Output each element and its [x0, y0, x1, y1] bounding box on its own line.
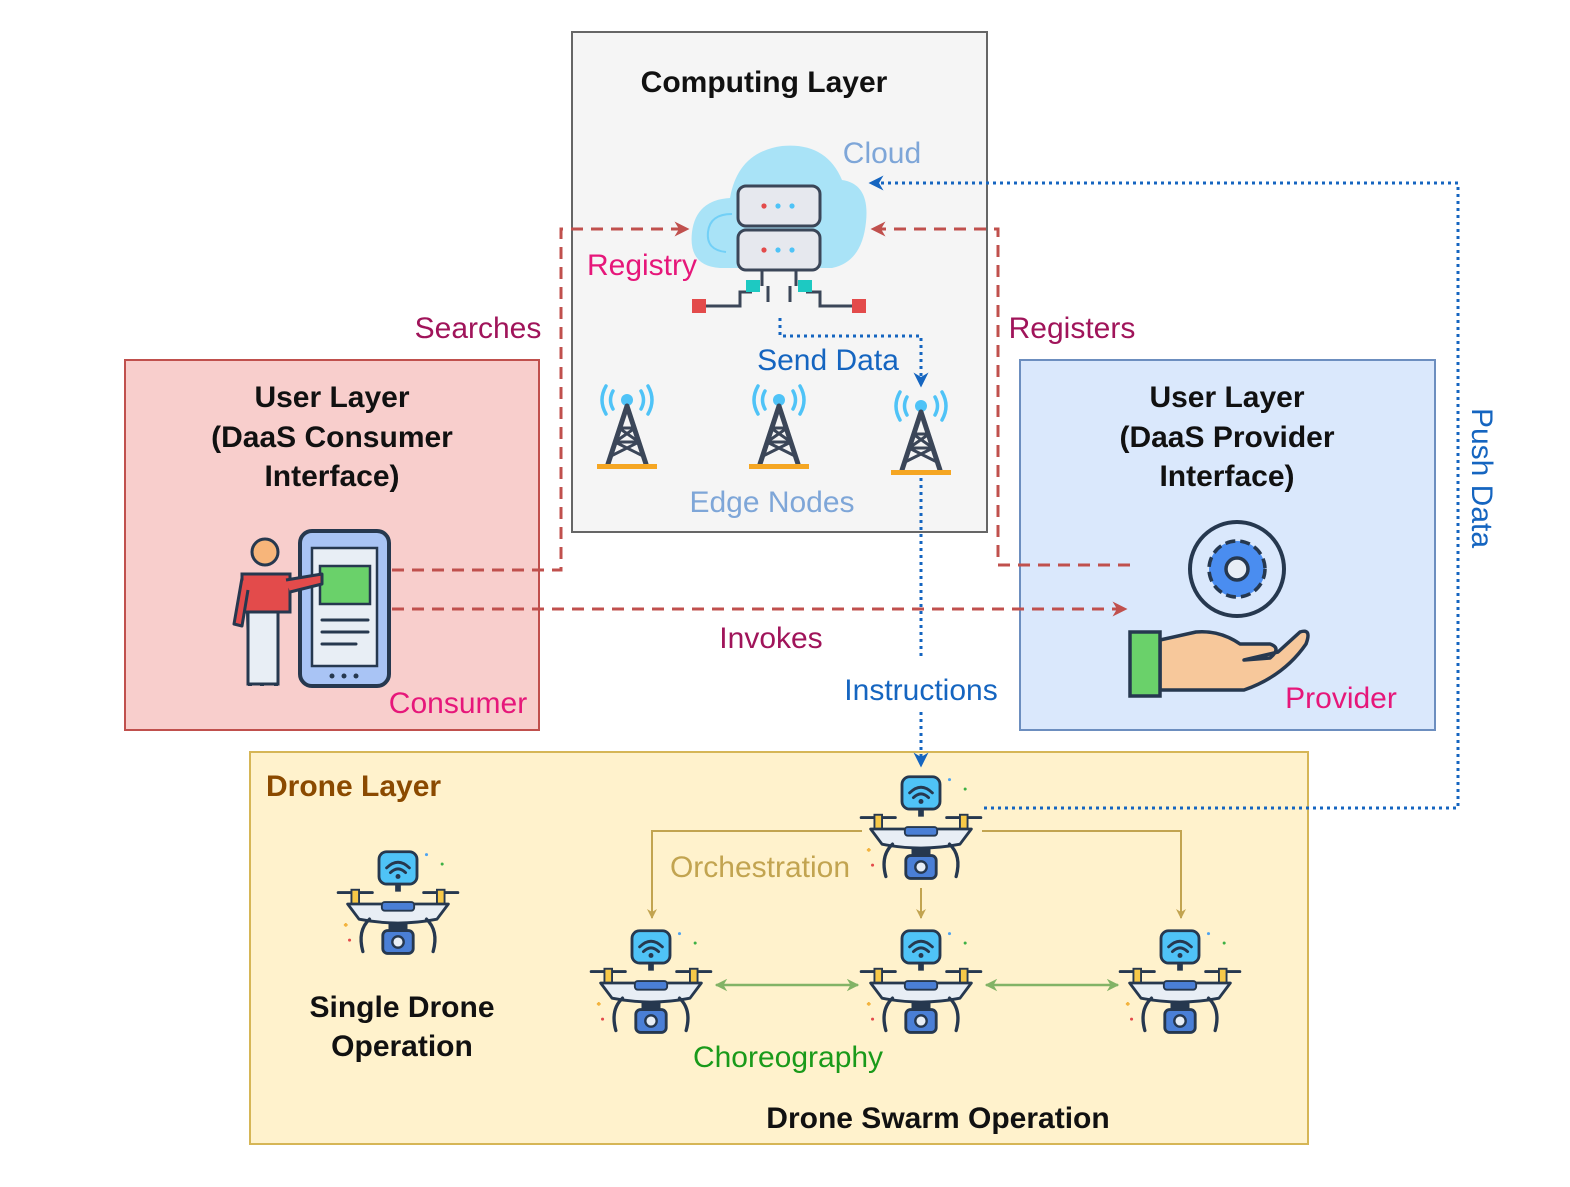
- consumer-role-label: Consumer: [389, 687, 527, 720]
- consumer-layer-title-line-1: User Layer: [254, 381, 409, 414]
- drone-layer-box: [249, 751, 1309, 1145]
- cloud-label: Cloud: [843, 137, 921, 170]
- edge-nodes-label: Edge Nodes: [689, 486, 854, 519]
- computing-layer-title: Computing Layer: [641, 66, 888, 99]
- invokes-label: Invokes: [719, 622, 822, 655]
- push-data-label: Push Data: [1465, 408, 1498, 548]
- choreography-label: Choreography: [693, 1041, 883, 1074]
- person-phone-icon: [232, 529, 391, 688]
- orchestration-arrow-right: [982, 830, 1186, 919]
- registry-label: Registry: [587, 249, 697, 282]
- send-data-label: Send Data: [757, 344, 899, 377]
- consumer-layer-title-line-2: (DaaS Consumer: [211, 421, 453, 454]
- provider-layer-title-line-1: User Layer: [1149, 381, 1304, 414]
- provider-role-label: Provider: [1285, 682, 1397, 715]
- consumer-layer-title-line-3: Interface): [264, 460, 399, 493]
- instructions-label: Instructions: [844, 674, 997, 707]
- searches-label: Searches: [415, 312, 542, 345]
- single-drone-label-line-1: Single Drone: [309, 991, 494, 1024]
- push-data-arrow: [868, 175, 1460, 810]
- hand-gear-icon: [1128, 520, 1310, 698]
- drone-layer-title: Drone Layer: [266, 770, 441, 803]
- provider-layer-title-line-3: Interface): [1159, 460, 1294, 493]
- cloud-database-icon: [691, 145, 867, 313]
- provider-layer-title-line-2: (DaaS Provider: [1119, 421, 1334, 454]
- registers-label: Registers: [1009, 312, 1136, 345]
- drone-swarm-label: Drone Swarm Operation: [766, 1102, 1109, 1135]
- orchestration-label: Orchestration: [670, 851, 850, 884]
- registers-arrow: [870, 221, 1130, 567]
- send-data-arrow: [778, 318, 929, 388]
- searches-arrow: [392, 221, 690, 572]
- single-drone-label-line-2: Operation: [331, 1030, 473, 1063]
- orchestration-arrow-left: [647, 830, 862, 919]
